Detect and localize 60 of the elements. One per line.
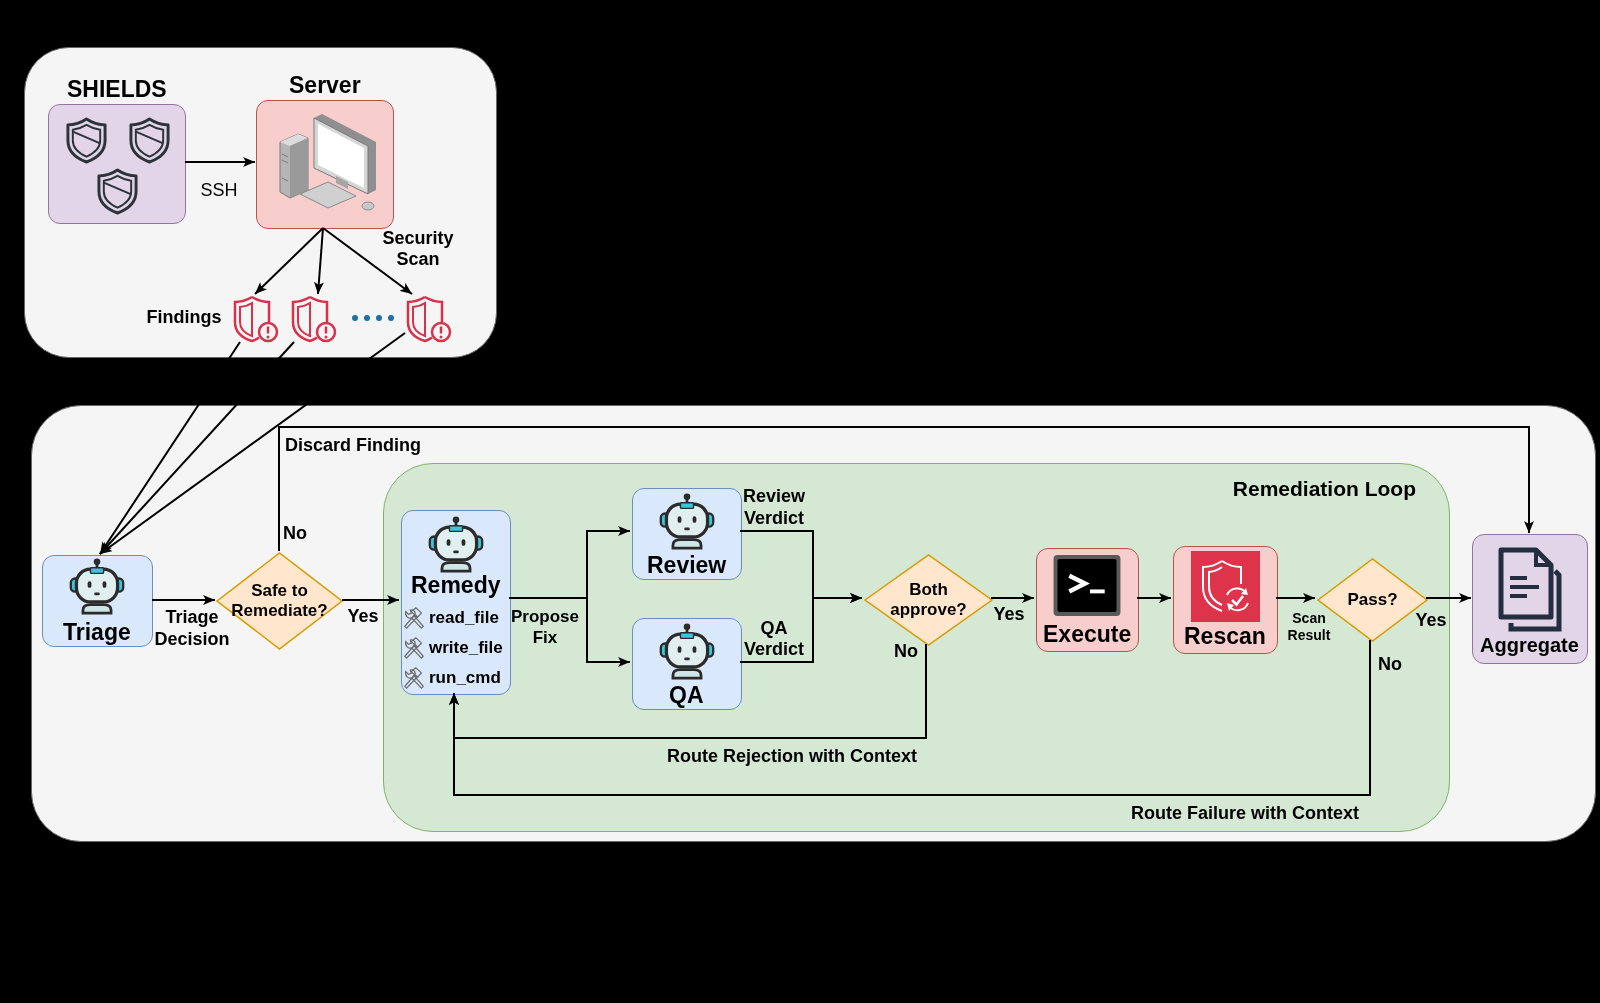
arrow [184, 157, 256, 167]
process-box [1173, 546, 1278, 654]
note-label: Discard Finding [285, 434, 421, 456]
tool-name: write_file [429, 637, 503, 659]
arrow [586, 526, 631, 599]
edge-label: Triage Decision [153, 606, 231, 650]
edge-label: No [283, 522, 307, 544]
arrow [341, 595, 400, 605]
node-title: Rescan [1184, 623, 1266, 649]
process-box [1472, 534, 1588, 664]
process-box [42, 555, 153, 647]
edge-label: SSH [200, 179, 238, 201]
shield-alert-icon [291, 295, 337, 343]
decision-text: Safe to Remediate? [230, 581, 329, 621]
arrow [151, 595, 216, 605]
note-label: Route Failure with Context [1131, 802, 1359, 824]
group-label: Findings [146, 306, 222, 328]
group-title: Remediation Loop [1232, 476, 1416, 502]
arrow [1425, 593, 1472, 603]
edge-label: Review Verdict [741, 485, 806, 529]
tool-name: run_cmd [429, 667, 501, 689]
shield-alert-icon [406, 295, 452, 343]
edge-label: Scan Result [1286, 610, 1332, 644]
panel [31, 405, 1596, 842]
edge-label: Yes [993, 603, 1025, 625]
process-box [632, 618, 742, 710]
group-heading: SHIELDS [67, 75, 167, 104]
node-title: Triage [63, 619, 131, 645]
edge-label: QA Verdict [743, 618, 805, 660]
arrow [99, 341, 295, 555]
node-title: Aggregate [1480, 633, 1579, 658]
edge-label: No [894, 640, 918, 662]
node-title: Execute [1043, 621, 1132, 647]
note-label: Route Rejection with Context [667, 745, 917, 767]
arrow [322, 227, 413, 295]
tool-name: read_file [429, 607, 499, 629]
arrow [99, 332, 406, 555]
node-title: Review [647, 552, 727, 578]
group-heading: Server [289, 71, 361, 100]
arrow [99, 341, 241, 555]
node-title: QA [669, 682, 704, 708]
arrow [254, 227, 324, 295]
arrow [278, 426, 1534, 552]
process-box [401, 510, 511, 695]
edge-label: Propose Fix [510, 606, 580, 648]
arrow [449, 639, 1371, 796]
group-panel [383, 463, 1450, 832]
decision-text: Both approve? [889, 580, 968, 620]
shield-alert-icon [233, 295, 279, 343]
node-title: Remedy [411, 572, 501, 598]
edge-label: Yes [347, 605, 379, 627]
edge-label: Yes [1415, 609, 1447, 631]
decision-text: Pass? [1347, 590, 1398, 610]
panel [24, 47, 497, 358]
arrow [990, 593, 1035, 603]
process-box [1036, 548, 1139, 652]
process-box [632, 488, 742, 580]
edge-label: Security Scan [381, 228, 455, 270]
arrow [313, 227, 324, 295]
edge-label: No [1378, 653, 1402, 675]
